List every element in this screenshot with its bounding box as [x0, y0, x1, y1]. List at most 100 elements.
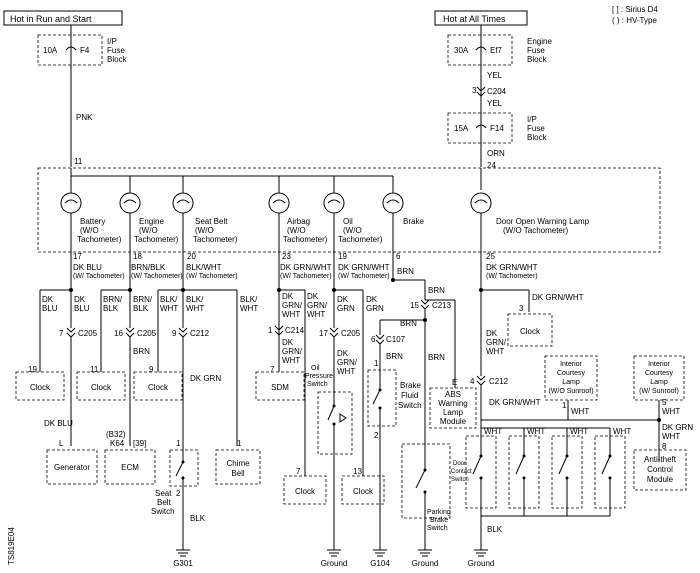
wire-label-wht-8: WHT: [486, 347, 504, 356]
wire-label-dkblu-tach: DK BLU: [73, 263, 102, 272]
wire-label-wht-9: WHT: [571, 407, 589, 416]
wire-label-wtach-5: (W/ Tachometer): [338, 273, 390, 280]
fuse-f4-label: I/P: [107, 37, 117, 46]
generator-box: [46, 449, 98, 485]
connector-c214: C214: [285, 326, 305, 335]
parking-brake-switch-label-2: Brake: [430, 517, 448, 524]
brake-fluid-switch-pivot: [378, 388, 382, 392]
lamp-engine-label-3: Tachometer): [134, 235, 179, 244]
fuse-ef7-element: [475, 46, 487, 51]
abs-warning-lamp-module-box: [429, 387, 477, 429]
oil-switch-label-3: Switch: [307, 381, 328, 388]
pin-20: 20: [187, 252, 196, 261]
splice-door-open: [479, 288, 483, 292]
oil-switch-actuator: [339, 413, 347, 423]
door-switch-pivot: [608, 454, 612, 458]
door-switch-pivot: [522, 454, 526, 458]
pin-9b: 9: [149, 365, 154, 374]
fuse-f4-label-3: Block: [107, 55, 128, 64]
lamp-door-open-label: Door Open Warning Lamp: [496, 217, 590, 226]
connector-c205-a-symbol: [66, 327, 76, 338]
chime-bell-box: [215, 449, 261, 485]
fuse-f14-id: F14: [490, 124, 504, 133]
lamp-brake-icon: [382, 192, 404, 214]
fuse-f4-rating: 10A: [43, 46, 58, 55]
lamp-seatbelt-label: Seat Belt: [195, 217, 228, 226]
ecm-box: [104, 449, 156, 485]
fuse-ef7-rating: 30A: [454, 46, 469, 55]
courtesy-lamp-1-label-3: Lamp: [562, 379, 580, 386]
wire-label-grn-slash-3: GRN/: [282, 347, 303, 356]
fuse-ef7-id: Ef7: [490, 46, 503, 55]
parking-brake-switch-pivot: [423, 468, 427, 472]
courtesy-lamp-1-label-1: Interior: [560, 361, 582, 368]
wire-label-dk-2: DK: [74, 295, 86, 304]
wire-label-wht-3: WHT: [240, 304, 258, 313]
ground-door-label: Ground: [468, 559, 495, 568]
wire-label-blk-slash-3: BLK/: [240, 295, 258, 304]
wire-label-dkgrn: DK GRN: [190, 374, 221, 383]
clock-5-box: [341, 475, 385, 505]
seat-belt-switch-label-3: Switch: [151, 507, 175, 516]
wire-label-brn-slash-2: BRN/: [133, 295, 153, 304]
lamp-seatbelt-label-2: (W/O: [195, 226, 214, 235]
connector-c205-b-symbol: [125, 327, 135, 338]
wire-label-blk-3: BLK: [190, 514, 206, 523]
door-switch-contact: [558, 455, 568, 475]
legend-sirius: [ ] : Sirius D4: [612, 5, 658, 14]
pin-c205a: 7: [59, 329, 64, 338]
fuse-f14-label: I/P: [527, 115, 537, 124]
chime-bell-label-1: Chime: [226, 459, 250, 468]
lamp-seatbelt-icon: [172, 192, 194, 214]
wire-label-dk: DK: [42, 295, 54, 304]
connector-c204-label: C204: [487, 87, 507, 96]
ground-g104-label: G104: [370, 559, 390, 568]
wire-label-dk-4: DK: [307, 292, 319, 301]
door-open-lamp-filament: [474, 199, 488, 204]
pin-c213: 15: [410, 301, 419, 310]
door-switch-contact: [601, 455, 611, 475]
fuse-f14-rating: 15A: [454, 124, 469, 133]
pin-19: 19: [338, 252, 347, 261]
generator-label: Generator: [54, 463, 90, 472]
oil-switch-label-1: Oil: [311, 365, 320, 372]
wire-label-dkgrnwht-2: DK GRN/WHT: [338, 263, 390, 272]
wire-label-dk-8: DK: [337, 349, 349, 358]
wire-label-wtach-4: (W/ Tachometer): [280, 273, 332, 280]
fuse-f4-id: F4: [80, 46, 90, 55]
wire-label-brn: BRN: [397, 267, 414, 276]
ground-parking-label: Ground: [412, 559, 439, 568]
lamp-airbag-label-2: (W/O: [287, 226, 306, 235]
lamp-oil-label-2: (W/O: [343, 226, 362, 235]
wire-label-grn-slash-4: GRN/: [337, 358, 358, 367]
clock-6-label: Clock: [520, 327, 541, 336]
wire-label-pnk: PNK: [76, 113, 93, 122]
wire-label-blk-slash-2: BLK/: [186, 295, 204, 304]
lamp-door-open-label-2: (W/O Tachometer): [503, 226, 569, 235]
wire-label-dk-7: DK: [366, 295, 378, 304]
pin-24: 24: [487, 161, 496, 170]
clock-6-box: [507, 313, 553, 347]
seat-belt-switch-label-1: Seat: [155, 489, 172, 498]
wire-label-blu: BLU: [42, 304, 58, 313]
wire-label-dkgrnwht: DK GRN/WHT: [280, 263, 332, 272]
lamp-oil-icon: [323, 192, 345, 214]
battery-lamp-filament: [64, 199, 78, 204]
connector-c107: C107: [386, 335, 406, 344]
fuse-ef7-label-3: Block: [527, 55, 548, 64]
pin-2: 2: [176, 489, 181, 498]
anti-theft-module-label-1: Anti-theft: [644, 455, 677, 464]
pin-c212b: 4: [470, 377, 475, 386]
door-contact-parking-brake-switch-box: [401, 443, 451, 519]
lamp-engine-label: Engine: [139, 217, 164, 226]
pin-7b-2: 7: [296, 467, 301, 476]
wire-label-wht-2: WHT: [186, 304, 204, 313]
pin-19b: 19: [28, 365, 37, 374]
source-all-times-label: Hot at All Times: [443, 14, 506, 24]
door-switch-contact: [472, 455, 482, 475]
seatbelt-lamp-filament: [176, 199, 190, 204]
connector-c212-b-symbol: [476, 375, 486, 386]
door-switch-wire-label: WHT: [527, 427, 545, 436]
pin-8: 8: [662, 442, 667, 451]
door-switch-wire-label: WHT: [570, 427, 588, 436]
